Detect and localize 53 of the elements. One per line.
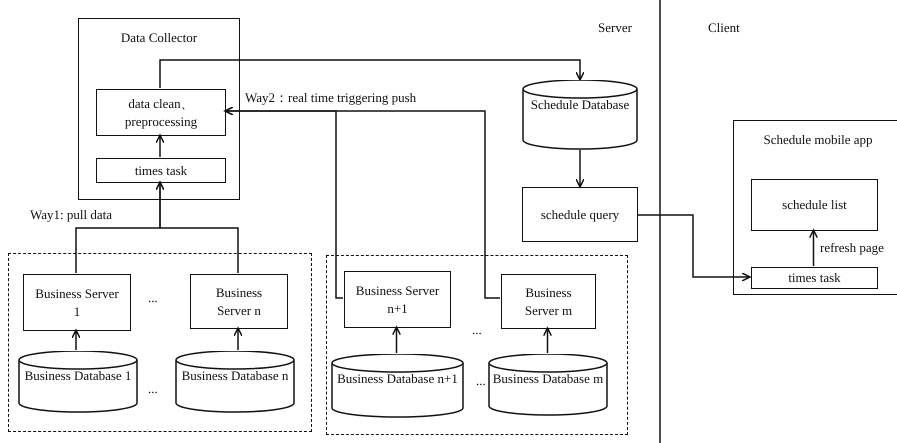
- node-label: Business Server n: [214, 284, 264, 320]
- ellipsis-text: ...: [148, 290, 158, 306]
- database-cylinder: [522, 80, 638, 150]
- database-cylinder: [175, 351, 295, 413]
- arrow: [224, 106, 500, 299]
- node-label: Business Database m: [492, 370, 604, 388]
- arrow: [575, 150, 585, 188]
- group-frame: [8, 253, 312, 432]
- node-label: schedule list: [782, 196, 847, 214]
- database-cylinder: [331, 354, 464, 418]
- process-box: [96, 89, 226, 136]
- annotation-text: Way1: pull data: [30, 207, 112, 223]
- node-label: Business Server 1: [34, 284, 120, 320]
- node-label: times task: [788, 269, 841, 287]
- node-label: times task: [134, 162, 188, 180]
- ellipsis-text: ...: [148, 381, 158, 397]
- node-label: Business Server m: [524, 284, 574, 320]
- box-heading: Schedule mobile app: [763, 131, 873, 149]
- section-title: Server: [598, 20, 632, 36]
- arrow: [542, 327, 552, 353]
- process-box: [344, 271, 451, 328]
- node-label: Business Server n+1: [354, 282, 440, 318]
- process-box: [501, 274, 596, 329]
- ellipsis-text: ...: [476, 373, 486, 389]
- arrow: [159, 59, 585, 88]
- node-label: data clean、 preprocessing: [124, 94, 198, 130]
- process-box: [96, 158, 226, 183]
- process-box: [751, 179, 878, 231]
- database-cylinder: [488, 354, 608, 416]
- node-label: Business Database n: [182, 367, 288, 385]
- annotation-text: Way2：real time triggering push: [245, 89, 416, 107]
- process-box: [23, 274, 131, 331]
- arrow: [392, 326, 402, 353]
- process-box: [751, 267, 878, 289]
- arrow: [71, 329, 81, 350]
- arrow: [808, 229, 818, 266]
- section-title: Client: [708, 20, 740, 36]
- arrow: [155, 134, 165, 157]
- ellipsis-text: ...: [472, 322, 482, 338]
- arrow: [233, 327, 243, 350]
- arrow: [155, 181, 239, 273]
- node-label: Business Database n+1: [337, 370, 458, 388]
- group-frame: [326, 255, 628, 435]
- arrow: [638, 214, 751, 282]
- box-heading: Data Collector: [120, 29, 198, 47]
- process-box: [190, 274, 288, 329]
- database-cylinder: [18, 351, 138, 413]
- process-box: [78, 18, 240, 200]
- process-box: [522, 187, 638, 242]
- node-label: Schedule Database: [530, 96, 630, 114]
- node-label: schedule query: [540, 206, 620, 224]
- node-label: Business Database 1: [24, 367, 132, 385]
- edge-label: refresh page: [820, 240, 884, 256]
